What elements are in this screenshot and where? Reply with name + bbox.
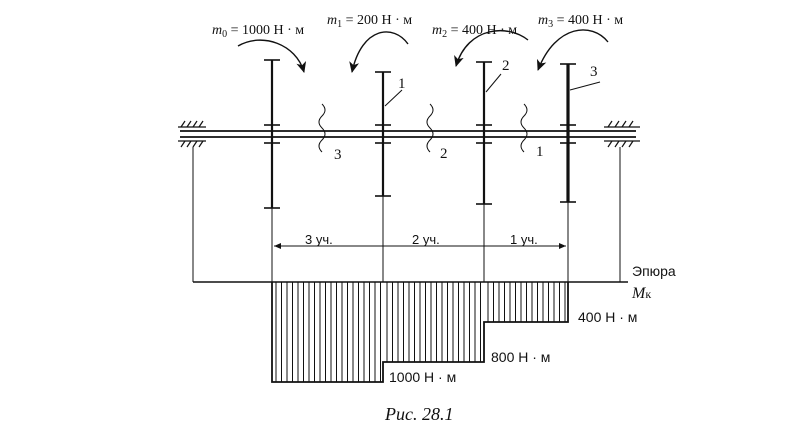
pulley-label-2: 2 [502,58,510,74]
svg-text:m3 = 400 Н · м: m3 = 400 Н · м [538,13,623,30]
pulley-leader-3 [569,81,601,91]
pulley-label-1: 1 [398,76,406,92]
moment-arrow-m0 [237,39,307,73]
moment-label-m0: m0 = 1000 Н · м [212,23,304,40]
svg-text:m0 = 1000 Н · м: m0 = 1000 Н · м [212,23,304,40]
torque-diagram-outline [271,282,569,383]
figure-caption: Рис. 28.1 [384,404,453,424]
left-support [178,120,206,148]
right-support [604,120,640,148]
pulley-leader-2 [485,73,502,93]
diagram-value-1000: 1000 Н · м [389,369,456,385]
section-label-1: 1 уч. [510,232,538,247]
pulley-2 [476,61,492,205]
wavy-mark-2 [426,103,434,153]
pulley-leader-1 [384,89,403,107]
diagram-value-400: 400 Н · м [578,309,637,325]
svg-text:m1 = 200 Н · м: m1 = 200 Н · м [327,13,412,30]
pulley-3 [560,63,576,203]
section-label-2: 2 уч. [412,232,440,247]
pulley-0 [264,59,280,209]
torque-diagram [271,282,569,383]
diagram-label: Эпюра [632,263,676,279]
extension-lines [192,147,621,282]
moment-arrow-m3 [536,29,609,71]
moment-arrow-m2 [454,29,529,67]
moment-label-m3: m3 = 400 Н · м [538,13,623,30]
pulley-label-3: 3 [590,64,598,80]
pulley-1 [375,71,391,197]
wavy-mark-1 [520,103,528,153]
wavy-mark-3 [318,103,326,153]
shaft-section-number-2: 2 [440,146,448,162]
dimension-line [274,240,566,252]
diagram-value-800: 800 Н · м [491,349,550,365]
shaft-section-number-3: 3 [334,147,342,163]
section-label-3: 3 уч. [305,232,333,247]
shaft-section-number-1: 1 [536,144,544,160]
moment-arrow-m1 [349,31,409,73]
diagram-symbol: Mк [631,285,651,302]
moment-label-m1: m1 = 200 Н · м [327,13,412,30]
